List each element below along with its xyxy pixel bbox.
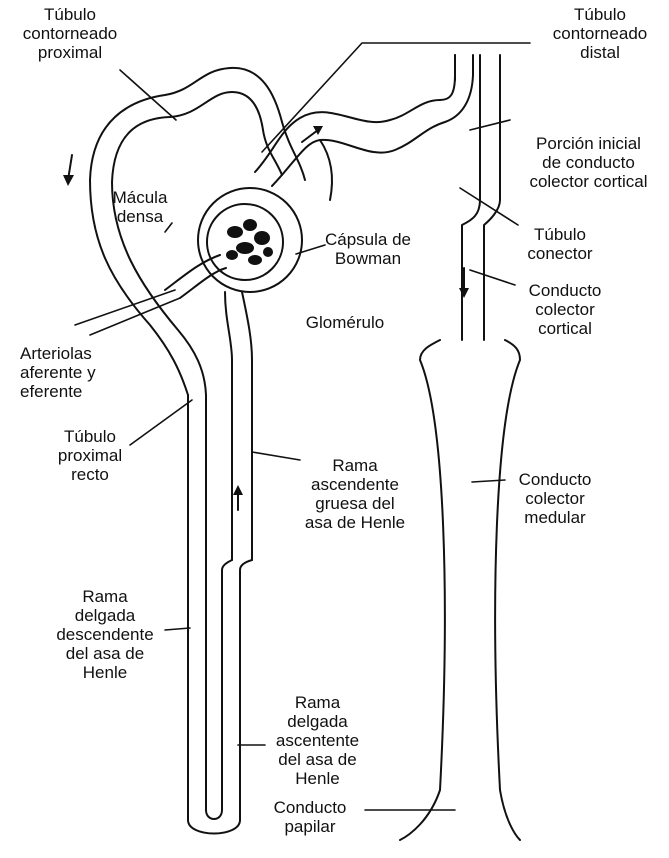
medullary-collecting-duct-left — [399, 339, 446, 841]
label-porcion-inicial-conducto-colector-cortical: Porción inicial de conducto colector cor… — [529, 134, 648, 191]
leader-lines — [74, 42, 531, 811]
collecting-duct-right-wall — [483, 54, 501, 341]
distal-tubule-lower-wall — [271, 54, 474, 187]
distal-tubule-tail-wall — [319, 139, 333, 201]
distal-tubule-upper-wall — [254, 54, 456, 173]
efferent-arteriole — [179, 267, 227, 299]
ascending-thick-limb-right-wall — [241, 291, 253, 561]
flow-arrows — [63, 126, 469, 511]
henle-descending-outer — [187, 394, 253, 835]
label-rama-ascendente-gruesa: Rama ascendente gruesa del asa de Henle — [304, 456, 406, 532]
label-rama-delgada-descendente: Rama delgada descendente del asa de Henl… — [56, 587, 154, 682]
label-conducto-colector-cortical: Conducto colector cortical — [528, 281, 602, 338]
label-arteriolas-aferente-eferente: Arteriolas aferente y eferente — [20, 344, 96, 401]
proximal-to-capsule-wall-inner — [262, 129, 283, 176]
label-conducto-papilar: Conducto papilar — [273, 798, 347, 836]
label-glomerulo: Glomérulo — [305, 313, 385, 332]
label-tubulo-contorneado-proximal: Túbulo contorneado proximal — [22, 5, 118, 62]
label-macula-densa: Mácula densa — [112, 188, 168, 226]
bowman-capsule-inner — [206, 203, 284, 281]
afferent-arteriole — [164, 254, 221, 291]
glomerulus-tuft — [226, 219, 273, 265]
proximal-tubule-outer-wall — [89, 66, 283, 396]
label-tubulo-conector: Túbulo conector — [527, 225, 593, 263]
label-capsula-de-bowman: Cápsula de Bowman — [324, 230, 411, 268]
ascending-thick-limb-left-wall — [224, 291, 233, 561]
bowman-capsule-outer — [197, 187, 303, 293]
proximal-tubule-inner-wall — [111, 91, 264, 396]
label-rama-delgada-ascendente: Rama delgada ascentente del asa de Henle — [275, 693, 360, 788]
label-tubulo-proximal-recto: Túbulo proximal recto — [57, 427, 123, 484]
label-tubulo-contorneado-distal: Túbulo contorneado distal — [552, 5, 648, 62]
henle-descending-inner — [205, 394, 233, 820]
label-conducto-colector-medular: Conducto colector medular — [518, 470, 592, 527]
medullary-collecting-duct-right — [494, 339, 521, 841]
